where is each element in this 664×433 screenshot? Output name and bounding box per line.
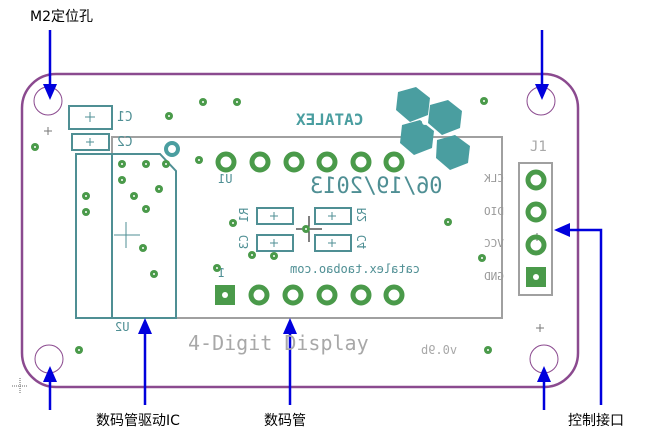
via-hole xyxy=(483,100,485,102)
ref-u1: U1 xyxy=(218,172,233,186)
origin-marks xyxy=(44,127,544,332)
via-hole xyxy=(202,101,204,103)
via-hole xyxy=(85,195,87,197)
via-hole xyxy=(487,349,489,351)
ref-c2: C2 xyxy=(117,135,133,150)
via-hole xyxy=(198,159,200,161)
capacitor-c2 xyxy=(71,133,110,151)
ref-pin1: 1 xyxy=(218,266,226,280)
smd-components xyxy=(68,105,352,252)
annotation-driver-ic: 数码管驱动IC xyxy=(96,413,180,429)
via-hole xyxy=(273,255,275,257)
annotation-arrows xyxy=(43,30,603,410)
j1-pins xyxy=(525,169,547,287)
plus-marks xyxy=(85,112,336,247)
date-text: 06/19/2013 xyxy=(310,174,443,199)
via-hole xyxy=(305,228,307,230)
via-hole xyxy=(34,146,36,148)
via-hole xyxy=(481,257,483,259)
version-text: v0.9b xyxy=(421,343,458,357)
via-hole xyxy=(447,221,449,223)
via-hole xyxy=(145,163,147,165)
ref-c1: C1 xyxy=(117,110,133,125)
annotation-display: 数码管 xyxy=(264,413,306,429)
ref-r1: R1 xyxy=(237,207,252,223)
arrow-control-port xyxy=(566,228,603,405)
ref-c4: C4 xyxy=(355,234,370,250)
via-hole xyxy=(236,101,238,103)
pin-label-clk: CLK xyxy=(484,172,504,185)
via-hole xyxy=(165,163,167,165)
ref-r2: R2 xyxy=(355,207,370,223)
via-hole xyxy=(216,267,218,269)
via-hole xyxy=(78,349,80,351)
via-hole xyxy=(145,208,147,210)
via-hole xyxy=(168,115,170,117)
capacitor-c4 xyxy=(314,234,352,252)
capacitor-c1 xyxy=(68,105,113,130)
via-hole xyxy=(158,188,160,190)
brand-text: CATALEX xyxy=(296,110,364,129)
display-pins-bottom xyxy=(215,284,405,306)
driver-ic-outline xyxy=(75,153,177,319)
via-hole xyxy=(121,179,123,181)
via-hole xyxy=(85,211,87,213)
pin-dio xyxy=(525,201,547,223)
via-hole xyxy=(232,222,234,224)
ref-u2: U2 xyxy=(115,320,130,334)
pin-vcc xyxy=(525,234,547,256)
resistor-r1 xyxy=(256,207,294,225)
annotation-control-port: 控制接口 xyxy=(568,413,624,429)
catalex-logo xyxy=(396,87,470,170)
display-pins-top xyxy=(215,151,405,173)
pin-label-dio: DIO xyxy=(484,205,504,218)
j1-label: J1 xyxy=(530,139,547,155)
via-hole xyxy=(142,247,144,249)
capacitor-c3 xyxy=(256,234,294,252)
j1-header-outline xyxy=(518,162,553,296)
via-large xyxy=(164,141,180,157)
via-hole xyxy=(121,163,123,165)
via-hole xyxy=(133,195,135,197)
via-hole xyxy=(153,273,155,275)
via-hole xyxy=(251,254,253,256)
website-text: catalex.taobao.com xyxy=(290,262,421,276)
pin-label-vcc: VCC xyxy=(484,237,504,250)
resistor-r2 xyxy=(314,207,352,225)
annotation-mounting-hole: M2定位孔 xyxy=(30,9,93,25)
pin-label-gnd: GND xyxy=(484,270,504,283)
ref-c3: C3 xyxy=(237,234,252,250)
vias xyxy=(31,97,492,354)
pin-clk xyxy=(525,169,547,191)
board-title: 4-Digit Display xyxy=(188,331,369,355)
